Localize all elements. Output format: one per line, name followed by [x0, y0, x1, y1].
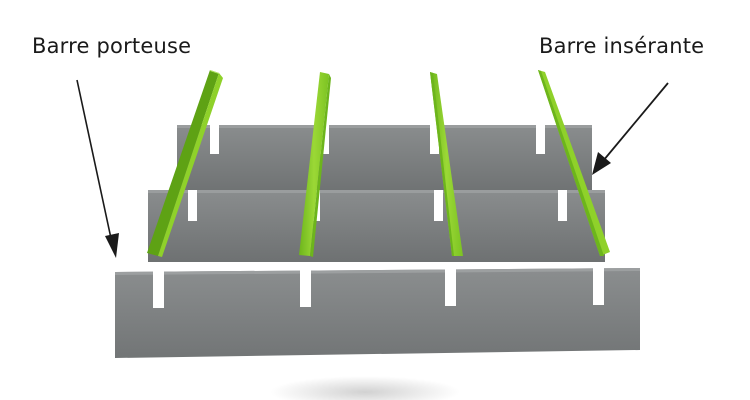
bearing-bar-front — [115, 268, 640, 358]
slot — [593, 268, 604, 305]
label-cross-bar: Barre insérante — [539, 34, 705, 58]
slot — [210, 125, 219, 154]
slot — [300, 270, 311, 307]
cross-bar-3 — [430, 72, 463, 256]
slot — [188, 190, 197, 221]
slot — [445, 269, 456, 306]
cross-bar-1 — [147, 70, 223, 257]
slot — [153, 271, 164, 308]
label-bearing-bar: Barre porteuse — [32, 34, 192, 58]
bearing-bar-middle — [148, 190, 605, 262]
slot — [430, 125, 439, 154]
slot — [536, 125, 545, 154]
floor-shadow — [270, 376, 460, 400]
slot — [558, 190, 567, 221]
arrow-bearing-bar — [76, 79, 119, 258]
bearing-bar-back — [177, 125, 592, 195]
slot — [434, 190, 443, 221]
cross-bar-2 — [299, 72, 331, 257]
cross-bar-4 — [538, 70, 610, 256]
arrow-cross-bar — [592, 82, 669, 175]
